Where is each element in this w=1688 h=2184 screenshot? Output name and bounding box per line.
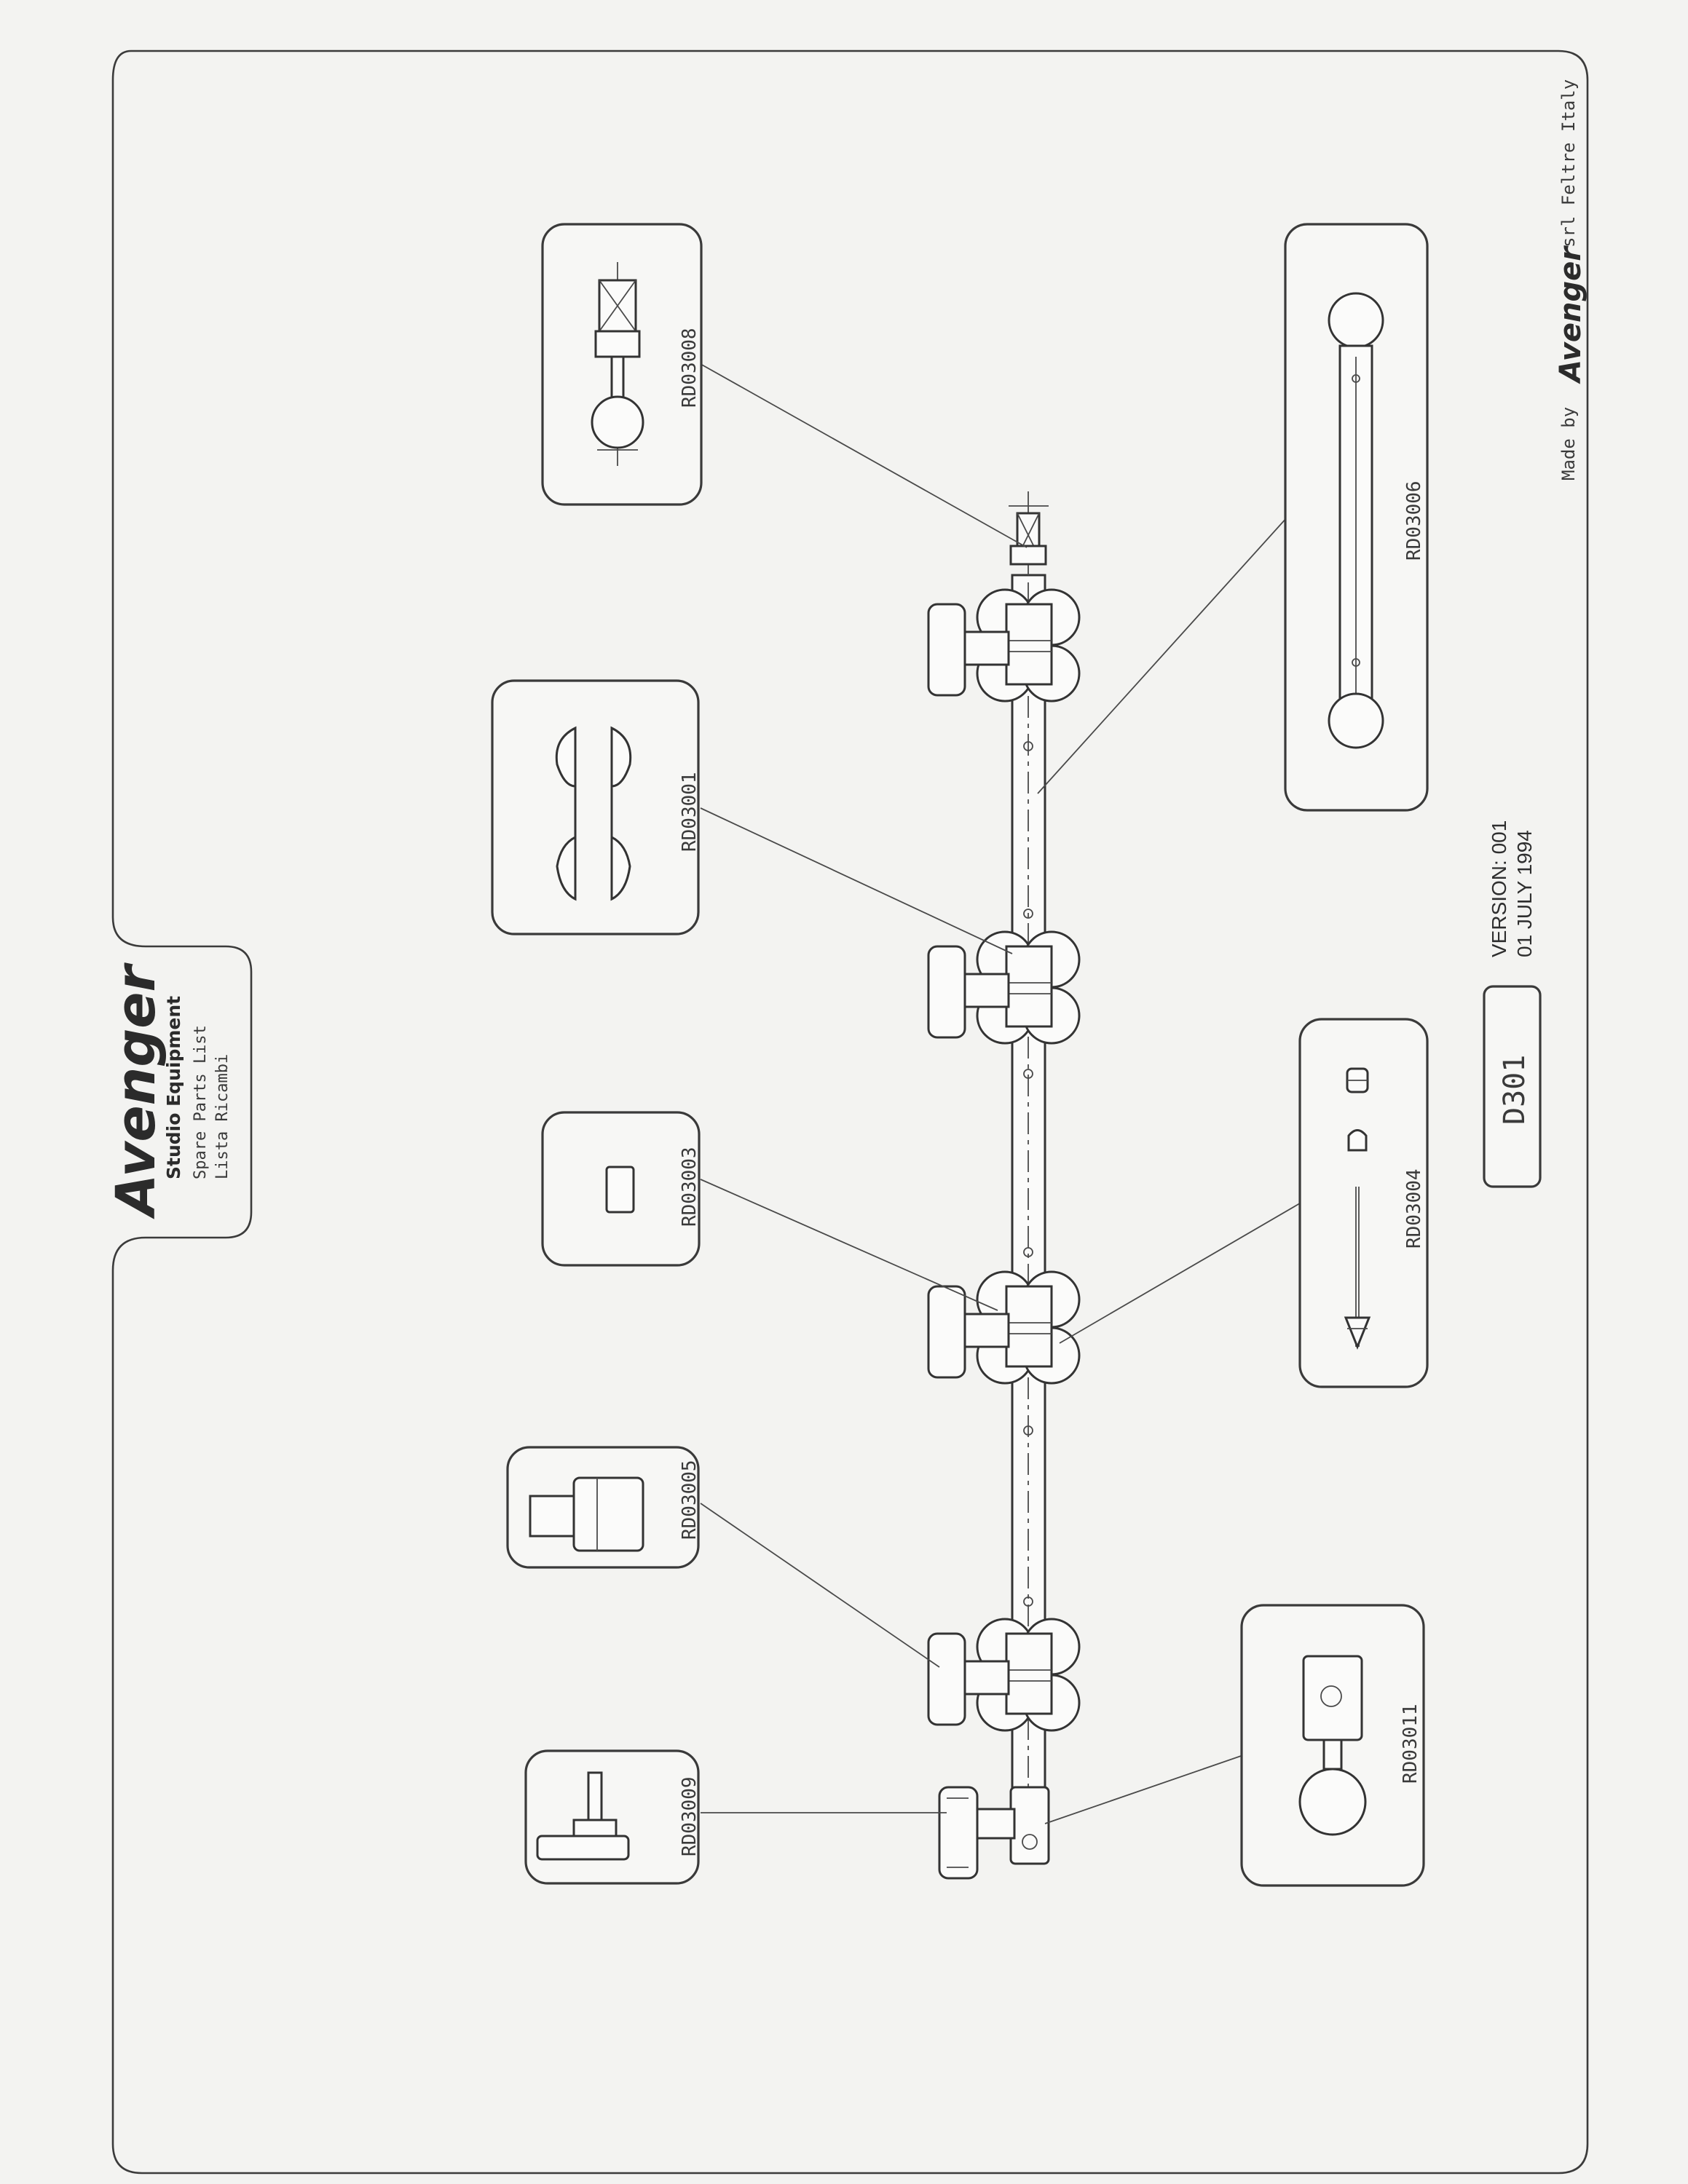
version-info: VERSION: 001 01 JULY 1994 — [1488, 820, 1536, 957]
part-code-label: RD03006 — [1403, 480, 1425, 561]
clamp-2 — [927, 930, 1081, 1045]
leader-lines — [700, 363, 1304, 1824]
part-code-label: RD03009 — [679, 1776, 701, 1856]
bottom-end-block — [938, 1786, 1050, 1880]
model-code-box: D301 — [1483, 985, 1542, 1188]
sheet-border — [111, 50, 1589, 2175]
clamp-1 — [927, 588, 1081, 703]
part-code-label: RD03004 — [1403, 1168, 1425, 1249]
part-box-rd03003: RD03003 — [541, 1111, 701, 1267]
part-box-rd03005: RD03005 — [506, 1446, 701, 1569]
part-box-rd03006: RD03006 — [1284, 223, 1429, 812]
version-date: 01 JULY 1994 — [1513, 830, 1536, 957]
model-code: D301 — [1498, 1055, 1531, 1125]
part-box-rd03008: RD03008 — [541, 223, 703, 506]
manufacturer-credit: Made by Avenger srl Feltre Italy — [1554, 79, 1588, 480]
footer-brand: Avenger — [1554, 245, 1588, 384]
clamp-3 — [927, 1270, 1081, 1385]
part-code-label: RD03001 — [679, 772, 701, 852]
made-by-text: Made by — [1558, 407, 1579, 480]
title-lista-ricambi: Lista Ricambi — [213, 1054, 232, 1179]
part-box-rd03011: RD03011 — [1240, 1604, 1425, 1887]
part-code-label: RD03003 — [679, 1147, 701, 1227]
clamp-4 — [927, 1618, 1081, 1732]
title-studio-equipment: Studio Equipment — [163, 996, 184, 1179]
part-box-rd03001: RD03001 — [491, 679, 701, 935]
part-code-label: RD03008 — [679, 328, 701, 408]
brand-logo: Avenger — [105, 962, 167, 1219]
part-code-label: RD03011 — [1400, 1704, 1421, 1784]
footer-location: srl Feltre Italy — [1558, 79, 1579, 248]
title-block: Avenger Studio Equipment Spare Parts Lis… — [105, 962, 232, 1219]
version-number: VERSION: 001 — [1488, 820, 1510, 957]
assembly-drawing — [927, 491, 1081, 1880]
part-box-rd03009: RD03009 — [524, 1749, 701, 1885]
part-code-label: RD03005 — [679, 1460, 701, 1540]
title-spare-parts: Spare Parts List — [192, 1025, 210, 1179]
part-box-rd03004: RD03004 — [1298, 1018, 1429, 1388]
top-end-fitting — [1009, 491, 1049, 575]
